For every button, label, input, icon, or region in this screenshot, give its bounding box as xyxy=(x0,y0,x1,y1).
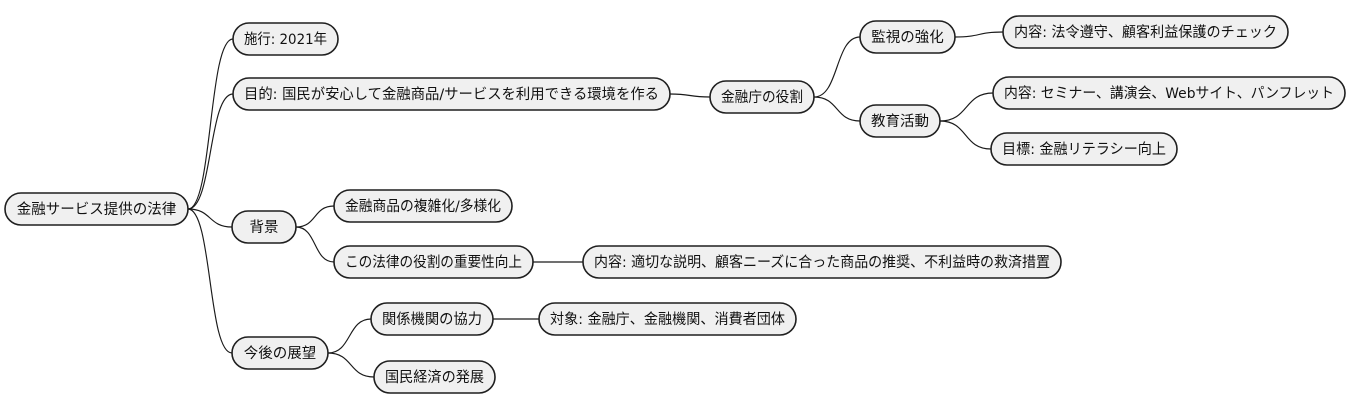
node-label: 金融庁の役割 xyxy=(721,89,803,106)
node-shape xyxy=(373,360,496,394)
node-shape xyxy=(370,302,494,336)
node-label: この法律の役割の重要性向上 xyxy=(345,254,522,271)
mindmap-node-n-economy[interactable]: 国民経済の発展 xyxy=(373,360,496,394)
node-shape xyxy=(333,245,534,279)
node-label: 金融商品の複雑化/多様化 xyxy=(345,198,501,215)
node-shape xyxy=(992,76,1346,110)
mindmap-node-n-education-content[interactable]: 内容: セミナー、講演会、Webサイト、パンフレット xyxy=(992,76,1346,110)
mindmap-node-n-bg-importance[interactable]: この法律の役割の重要性向上 xyxy=(333,245,534,279)
node-shape xyxy=(859,104,941,138)
node-label: 内容: 適切な説明、顧客ニーズに合った商品の推奨、不利益時の救済措置 xyxy=(594,253,1050,271)
mindmap-node-n-cooperation-target[interactable]: 対象: 金融庁、金融機関、消費者団体 xyxy=(538,302,797,336)
edge-n-purpose-to-n-fsa-role xyxy=(669,93,711,98)
node-shape xyxy=(1002,15,1289,49)
node-shape xyxy=(333,189,513,223)
node-label: 内容: 法令遵守、顧客利益保護のチェック xyxy=(1014,24,1277,41)
node-label: 内容: セミナー、講演会、Webサイト、パンフレット xyxy=(1004,85,1334,102)
node-shape xyxy=(709,80,815,114)
node-shape xyxy=(231,336,329,370)
mindmap-node-n-supervision-content[interactable]: 内容: 法令遵守、顧客利益保護のチェック xyxy=(1002,15,1289,49)
mindmap-node-root[interactable]: 金融サービス提供の法律 xyxy=(4,192,189,226)
node-shape xyxy=(232,22,339,56)
edge-n-supervision-to-n-supervision-content xyxy=(954,31,1004,38)
edge-root-to-n-purpose xyxy=(187,93,234,210)
node-label: 金融サービス提供の法律 xyxy=(17,201,177,218)
mindmap-node-n-enforcement[interactable]: 施行: 2021年 xyxy=(232,22,339,56)
node-label: 監視の強化 xyxy=(871,29,944,46)
mindmap-node-n-purpose[interactable]: 目的: 国民が安心して金融商品/サービスを利用できる環境を作る xyxy=(232,77,671,111)
node-shape xyxy=(538,302,797,336)
edge-root-to-n-enforcement xyxy=(187,38,234,210)
edge-n-outlook-to-n-economy xyxy=(327,352,375,378)
node-label: 対象: 金融庁、金融機関、消費者団体 xyxy=(550,311,785,328)
node-label: 背景 xyxy=(250,219,279,236)
edge-n-fsa-role-to-n-education xyxy=(813,96,861,122)
mindmap-node-n-education-goal[interactable]: 目標: 金融リテラシー向上 xyxy=(990,132,1178,166)
edge-n-education-to-n-education-goal xyxy=(939,120,992,150)
node-shape xyxy=(232,77,671,111)
edge-root-to-n-outlook xyxy=(187,208,233,354)
mindmap-node-n-education[interactable]: 教育活動 xyxy=(859,104,941,138)
edge-n-education-to-n-education-content xyxy=(939,92,994,122)
mindmap-node-n-supervision[interactable]: 監視の強化 xyxy=(859,20,956,54)
edge-n-background-to-n-bg-importance xyxy=(295,226,335,263)
node-label: 今後の展望 xyxy=(244,345,317,362)
edge-n-fsa-role-to-n-supervision xyxy=(813,36,861,98)
node-shape xyxy=(859,20,956,54)
edges-layer xyxy=(187,31,1004,378)
node-shape xyxy=(582,245,1062,279)
node-label: 国民経済の発展 xyxy=(385,369,484,386)
node-label: 施行: 2021年 xyxy=(244,31,327,48)
mindmap-node-n-outlook[interactable]: 今後の展望 xyxy=(231,336,329,370)
node-label: 教育活動 xyxy=(871,113,929,130)
node-label: 目的: 国民が安心して金融商品/サービスを利用できる環境を作る xyxy=(244,85,659,103)
node-shape xyxy=(231,210,297,244)
mindmap-node-n-fsa-role[interactable]: 金融庁の役割 xyxy=(709,80,815,114)
mindmap-node-n-bg-complexity[interactable]: 金融商品の複雑化/多様化 xyxy=(333,189,513,223)
node-label: 目標: 金融リテラシー向上 xyxy=(1002,141,1166,158)
node-shape xyxy=(4,192,189,226)
edge-n-outlook-to-n-cooperation xyxy=(327,318,372,354)
edge-root-to-n-background xyxy=(187,208,233,228)
edge-n-background-to-n-bg-complexity xyxy=(295,205,335,228)
mindmap-node-n-cooperation[interactable]: 関係機関の協力 xyxy=(370,302,494,336)
node-label: 関係機関の協力 xyxy=(382,311,482,328)
node-shape xyxy=(990,132,1178,166)
mindmap-node-n-bg-importance-content[interactable]: 内容: 適切な説明、顧客ニーズに合った商品の推奨、不利益時の救済措置 xyxy=(582,245,1062,279)
mindmap-node-n-background[interactable]: 背景 xyxy=(231,210,297,244)
